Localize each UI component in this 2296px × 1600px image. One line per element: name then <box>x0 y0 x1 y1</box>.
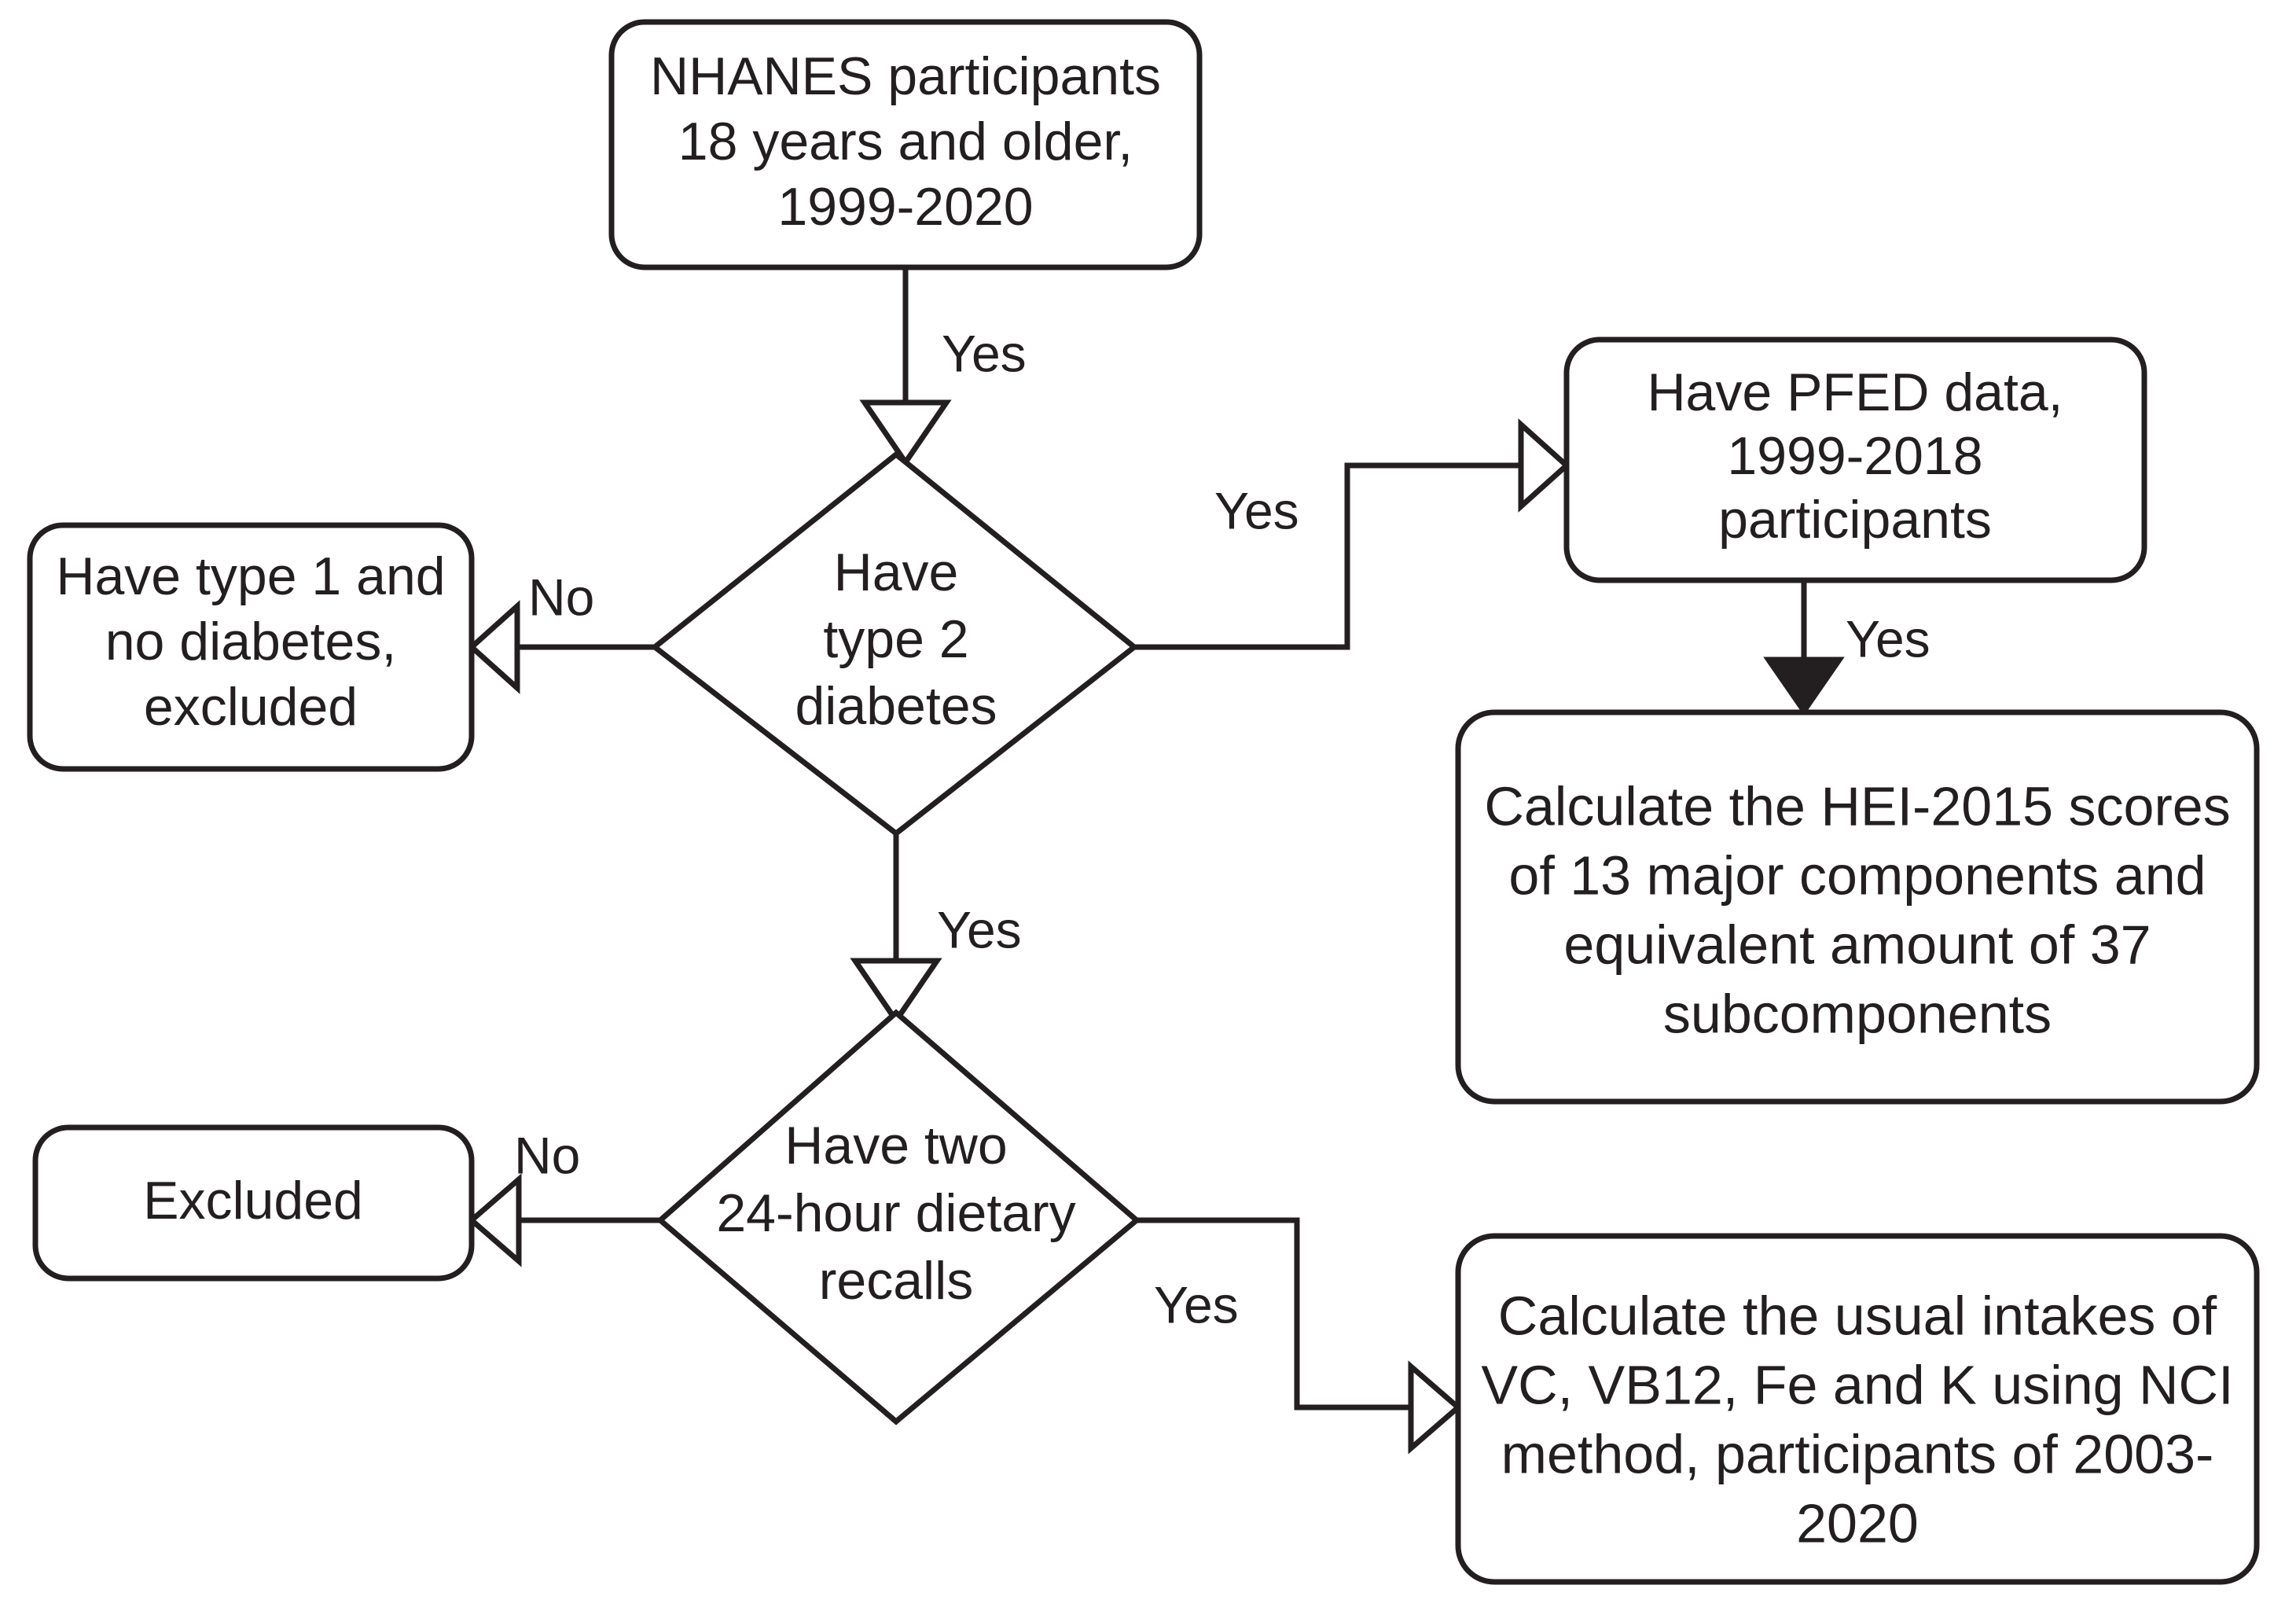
arrowhead-open-e7 <box>1408 1360 1463 1455</box>
node-nhanes-participants[interactable]: NHANES participants 18 years and older, … <box>608 19 1203 270</box>
edge-label-e2: No <box>528 568 594 626</box>
node-text-line-3: method, participants of 2003- <box>1501 1423 2214 1484</box>
node-diamond-have-two-dietary-recalls[interactable] <box>656 1009 1141 1425</box>
arrowhead-solid-e4 <box>1763 657 1845 716</box>
node-have-pfed-data[interactable]: Have PFED data, 1999-2018 participants <box>1563 337 2147 583</box>
node-text-line-1: Have type 1 and <box>56 546 445 606</box>
node-text-line-2: VC, VB12, Fe and K using NCI <box>1481 1354 2233 1415</box>
arrowhead-open-e2 <box>467 600 520 694</box>
node-box-calculate-usual-intakes[interactable] <box>1455 1233 2260 1585</box>
edge-recalls-to-excluded: No <box>467 1126 660 1267</box>
node-box-nhanes-participants[interactable] <box>608 19 1203 270</box>
node-text-line-3: diabetes <box>795 676 997 736</box>
arrowhead-open-e5 <box>850 958 942 1026</box>
edge-label-e6: No <box>514 1126 580 1184</box>
node-box-type-1-no-diabetes-excluded[interactable] <box>27 522 475 772</box>
node-box-calculate-hei-2015[interactable] <box>1455 709 2260 1105</box>
node-text-line-1: Calculate the HEI-2015 scores <box>1484 775 2230 837</box>
edge-type2-to-pfed: Yes <box>1134 418 1571 650</box>
node-text-line-2: of 13 major components and <box>1508 844 2206 906</box>
node-excluded[interactable]: Excluded <box>32 1124 475 1282</box>
edge-line-e3 <box>1134 462 1521 650</box>
node-box-have-pfed-data[interactable] <box>1563 337 2147 583</box>
node-text-line-2: 24-hour dietary <box>716 1183 1075 1243</box>
arrowhead-open-e3 <box>1518 418 1571 513</box>
node-text-line-2: 18 years and older, <box>678 112 1133 171</box>
edge-label-e3: Yes <box>1214 481 1299 539</box>
node-text-line-1: Calculate the usual intakes of <box>1498 1285 2217 1346</box>
node-text-line-3: equivalent amount of 37 <box>1563 914 2151 975</box>
edge-label-e7: Yes <box>1154 1275 1239 1333</box>
edge-nhanes-to-type2: Yes <box>859 267 1027 468</box>
edge-recalls-to-usual-intakes: Yes <box>1137 1217 1463 1455</box>
node-have-type-2-diabetes[interactable]: Have type 2 diabetes <box>650 451 1139 837</box>
arrowhead-open-e6 <box>467 1173 522 1267</box>
edge-label-e5: Yes <box>937 900 1022 958</box>
node-have-two-dietary-recalls[interactable]: Have two 24-hour dietary recalls <box>656 1009 1141 1425</box>
node-calculate-hei-2015[interactable]: Calculate the HEI-2015 scores of 13 majo… <box>1455 709 2260 1105</box>
edge-pfed-to-hei: Yes <box>1763 580 1930 716</box>
node-box-excluded[interactable] <box>32 1124 475 1282</box>
node-text-line-2: 1999-2018 <box>1727 426 1982 486</box>
node-diamond-have-type-2-diabetes[interactable] <box>650 451 1139 837</box>
node-text-line-1: NHANES participants <box>650 46 1161 106</box>
node-text-line-3: participants <box>1718 490 1992 550</box>
node-text-line-4: 2020 <box>1796 1492 1919 1554</box>
node-text-line-1: Have PFED data, <box>1647 362 2063 422</box>
node-text-line-2: no diabetes, <box>105 612 397 671</box>
node-text-line-1: Have two <box>784 1116 1007 1175</box>
node-type-1-no-diabetes-excluded[interactable]: Have type 1 and no diabetes, excluded <box>27 522 475 772</box>
node-text-line-2: type 2 <box>823 609 968 669</box>
node-text-line-4: subcomponents <box>1663 983 2052 1044</box>
node-text-line-3: excluded <box>144 677 358 737</box>
edge-type2-to-type1-excluded: No <box>467 568 655 694</box>
edge-type2-to-recalls: Yes <box>850 833 1022 1026</box>
edge-line-e7 <box>1137 1217 1411 1411</box>
edge-label-e1: Yes <box>942 324 1027 382</box>
arrowhead-open-e1 <box>859 399 952 468</box>
edge-label-e4: Yes <box>1846 609 1930 668</box>
node-calculate-usual-intakes[interactable]: Calculate the usual intakes of VC, VB12,… <box>1455 1233 2260 1585</box>
node-text-line-3: recalls <box>819 1251 974 1311</box>
node-text-line-1: Excluded <box>143 1171 363 1230</box>
node-text-line-3: 1999-2020 <box>777 177 1033 237</box>
node-text-line-1: Have <box>834 543 959 602</box>
